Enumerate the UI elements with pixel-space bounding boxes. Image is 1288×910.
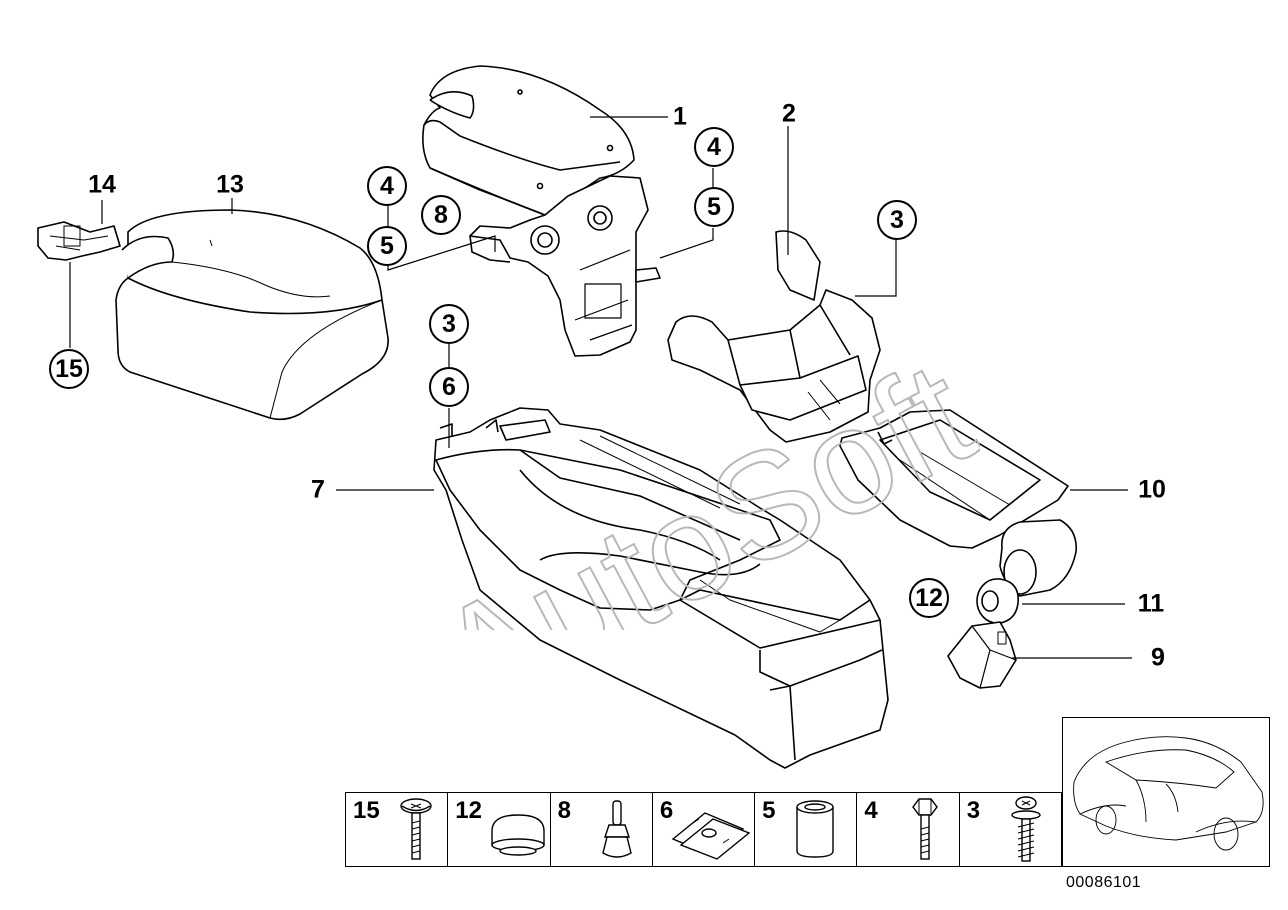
- legend-cell-6: 6: [653, 793, 756, 866]
- tray-part-10: [839, 409, 1077, 597]
- latch-part-14: [37, 221, 121, 261]
- roller-part-11: [976, 578, 1019, 624]
- callout-7: 7: [311, 475, 325, 504]
- legend-cell-12: 12: [448, 793, 551, 866]
- legend-cell-3: 3: [960, 793, 1061, 866]
- callout-15-circle: 15: [49, 349, 89, 389]
- callout-10: 10: [1138, 475, 1166, 504]
- callout-11: 11: [1137, 589, 1165, 618]
- callout-9: 9: [1151, 643, 1165, 672]
- legend-cell-4: 4: [857, 793, 960, 866]
- spacer-sleeve-icon: [796, 800, 834, 858]
- expanding-rivet-icon: [601, 800, 632, 858]
- callout-8-circle: 8: [421, 195, 461, 235]
- armrest-cover-part-13: [115, 209, 389, 421]
- legend-cell-5: 5: [755, 793, 858, 866]
- callout-6-circle: 6: [429, 367, 469, 407]
- callout-5-circle: 5: [694, 187, 734, 227]
- legend-number: 12: [455, 797, 482, 824]
- callout-4-circle: 4: [694, 127, 734, 167]
- clip-nut-icon: [671, 812, 751, 860]
- legend-number: 5: [762, 797, 776, 824]
- armrest-lid-part-1: [422, 65, 661, 357]
- callout-4-circle-b: 4: [367, 166, 407, 206]
- cap-plug-icon: [491, 814, 545, 856]
- screw-icon: [400, 798, 432, 860]
- callout-12-circle: 12: [909, 578, 949, 618]
- clip-cover-part-9: [947, 621, 1017, 689]
- hex-bolt-icon: [912, 798, 939, 860]
- vehicle-thumbnail-icon: [1073, 736, 1264, 851]
- leader-lines: [69, 116, 1132, 659]
- fastener-legend: 15 12 8: [345, 792, 1062, 867]
- legend-number: 15: [353, 797, 380, 824]
- legend-number: 4: [864, 797, 878, 824]
- legend-cell-8: 8: [551, 793, 653, 866]
- washer-screw-icon: [1010, 796, 1041, 862]
- callout-1: 1: [673, 102, 687, 131]
- callout-3-circle: 3: [877, 200, 917, 240]
- legend-number: 3: [966, 797, 981, 824]
- document-number: 00086101: [1066, 874, 1142, 891]
- callout-3-circle-b: 3: [429, 304, 469, 344]
- legend-cell-15: 15: [346, 793, 449, 866]
- storage-insert-part-2: [667, 230, 881, 443]
- callout-13: 13: [216, 170, 244, 199]
- vehicle-thumbnail: [1062, 717, 1270, 867]
- legend-number: 6: [659, 797, 674, 824]
- callout-5-circle-b: 5: [367, 226, 407, 266]
- callout-14: 14: [88, 170, 116, 199]
- callout-2: 2: [782, 99, 796, 128]
- center-console-part-7: [433, 407, 889, 769]
- legend-number: 8: [557, 797, 571, 824]
